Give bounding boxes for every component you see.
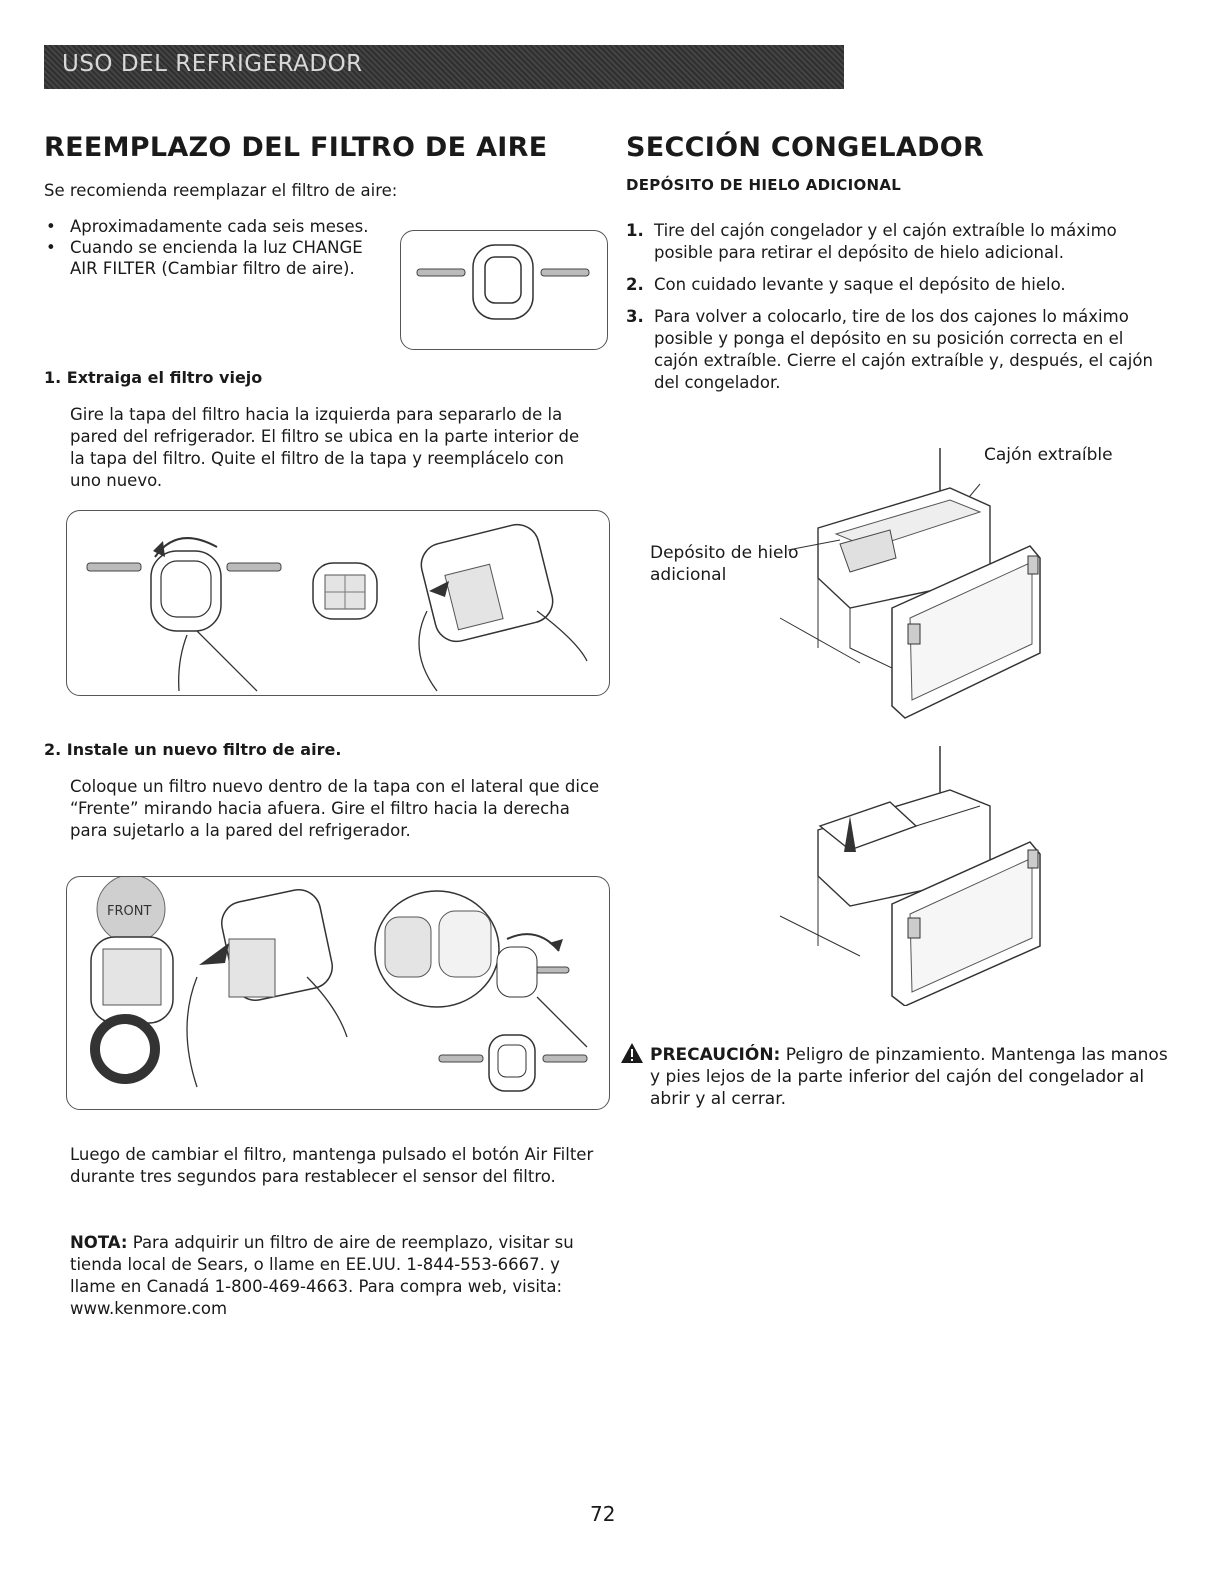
- step-item: 1.Tire del cajón congelador y el cajón e…: [626, 221, 1117, 262]
- step1-body: Gire la tapa del filtro hacia la izquier…: [70, 405, 580, 490]
- note-paragraph: NOTA: Para adquirir un filtro de aire de…: [70, 1232, 600, 1320]
- label-cajon-extraible: Cajón extraíble: [984, 445, 1113, 465]
- step2-body: Coloque un filtro nuevo dentro de la tap…: [70, 777, 600, 840]
- warning-icon: [620, 1042, 644, 1064]
- step-item: 2.Con cuidado levante y saque el depósit…: [626, 275, 1066, 294]
- step1-heading: 1. Extraiga el filtro viejo: [44, 368, 263, 387]
- freezer-section-title: SECCIÓN CONGELADOR: [626, 132, 985, 163]
- freezer-drawer-illustration-2: [779, 746, 1041, 1006]
- ice-bin-steps: 1.Tire del cajón congelador y el cajón e…: [626, 220, 1172, 404]
- note-text: Para adquirir un filtro de aire de reemp…: [70, 1233, 574, 1318]
- reset-sensor-text: Luego de cambiar el filtro, mantenga pul…: [70, 1145, 594, 1186]
- label-deposito: Depósito de hielo adicional: [650, 543, 799, 585]
- step-item: 3.Para volver a colocarlo, tire de los d…: [626, 307, 1153, 392]
- freezer-drawer-illustration-1: [779, 448, 1041, 719]
- filter-cover-icon: [416, 244, 590, 320]
- banner-title: USO DEL REFRIGERADOR: [62, 51, 363, 77]
- install-filter-figure: FRONT: [66, 876, 610, 1110]
- bullet-item: Aproximadamente cada seis meses.: [44, 216, 374, 237]
- front-label: FRONT: [107, 904, 151, 919]
- replace-bullets: Aproximadamente cada seis meses. Cuando …: [44, 216, 374, 279]
- caution-label: PRECAUCIÓN:: [650, 1045, 781, 1065]
- filter-cover-figure: [400, 230, 608, 350]
- install-filter-illustration: FRONT: [90, 877, 588, 1092]
- bullet-item: Cuando se encienda la luz CHANGE AIR FIL…: [44, 237, 370, 279]
- step2-heading: 2. Instale un nuevo filtro de aire.: [44, 740, 342, 759]
- section-banner: USO DEL REFRIGERADOR: [44, 45, 844, 89]
- intro-text: Se recomienda reemplazar el filtro de ai…: [44, 181, 398, 200]
- page-number: 72: [590, 1502, 616, 1526]
- air-filter-title: REEMPLAZO DEL FILTRO DE AIRE: [44, 132, 548, 163]
- note-label: NOTA:: [70, 1233, 128, 1252]
- caution-text: Peligro de pinzamiento. Mantenga las man…: [650, 1045, 1168, 1109]
- ice-bin-subtitle: DEPÓSITO DE HIELO ADICIONAL: [626, 176, 902, 194]
- remove-filter-illustration: [86, 523, 588, 692]
- remove-filter-figure: [66, 510, 610, 696]
- caution-paragraph: PRECAUCIÓN: Peligro de pinzamiento. Mant…: [621, 1043, 1170, 1110]
